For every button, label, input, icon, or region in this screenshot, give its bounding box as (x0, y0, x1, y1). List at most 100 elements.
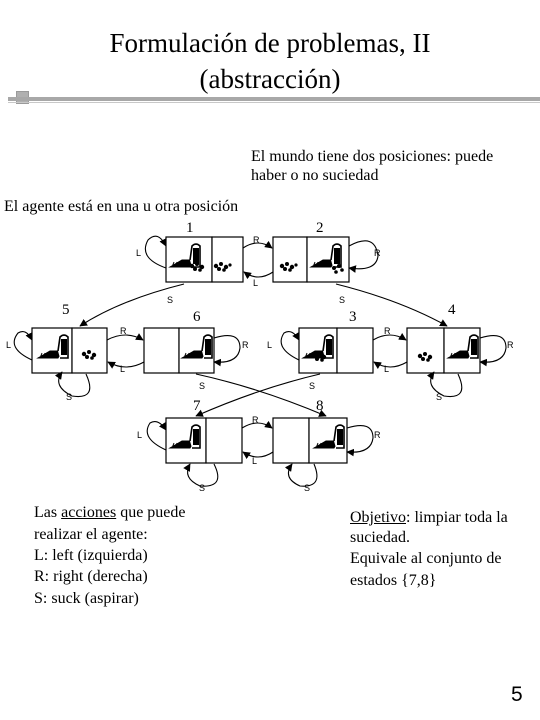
dirt-icon (189, 262, 205, 272)
edge-label-left: L (252, 456, 257, 466)
actions-note-line-5: S: suck (aspirar) (34, 590, 139, 607)
edge-label-right: R (507, 340, 514, 350)
slide-title-line-1: Formulación de problemas, II (109, 28, 431, 58)
dirt-icon (279, 262, 298, 272)
vacuum-icon (168, 424, 201, 449)
state-7 (165, 417, 243, 464)
goal-note-line-3: Equivale al conjunto de (350, 550, 502, 567)
title-rule (8, 97, 540, 101)
goal-text: : limpiar toda la (406, 509, 508, 526)
state-2 (272, 236, 350, 283)
edge-suck-2-4 (335, 283, 448, 327)
world-note-line-2: haber o no suciedad (251, 167, 379, 184)
edge-suck-1-5 (79, 283, 185, 327)
state-8 (272, 417, 348, 464)
edge-right-loop-6 (213, 335, 241, 367)
state-number-4: 4 (448, 302, 456, 318)
actions-note-line-4: R: right (derecha) (34, 568, 148, 585)
edge-label-suck: S (339, 295, 345, 305)
edge-left-2-1 (243, 271, 274, 280)
edge-label-right: R (253, 235, 260, 245)
state-number-1: 1 (186, 220, 194, 236)
edge-label-left: L (6, 340, 11, 350)
edge-right-loop-8 (346, 425, 374, 457)
edge-label-suck: S (66, 392, 72, 402)
edge-label-right: R (384, 326, 391, 336)
edge-right-loop-4 (479, 335, 507, 367)
goal-note-line-1: Objetivo: limpiar toda la (350, 508, 508, 528)
edge-left-loop-7 (146, 421, 167, 451)
vacuum-icon (180, 334, 213, 359)
title-rule-shadow (8, 102, 540, 103)
edge-right-1-2 (242, 240, 273, 249)
goal-note-line-2: suciedad. (350, 529, 410, 546)
actions-suffix: que puede (116, 504, 186, 521)
edge-suck-6-8 (195, 373, 327, 417)
edge-left-6-5 (107, 361, 145, 369)
edge-label-suck: S (304, 483, 310, 493)
state-number-2: 2 (316, 220, 324, 236)
edge-label-right: R (252, 415, 259, 425)
edge-left-8-7 (242, 451, 274, 460)
edge-label-suck: S (436, 392, 442, 402)
state-number-6: 6 (193, 309, 201, 325)
edge-suck-loop-4 (426, 371, 463, 398)
actions-note-line-1: Las acciones que puede (34, 503, 186, 523)
vacuum-icon (312, 424, 345, 449)
edge-label-left: L (384, 364, 389, 374)
edge-right-3-4 (372, 333, 407, 341)
agent-note: El agente está en una u otra posición (4, 198, 239, 215)
actions-note-line-3: L: left (izquierda) (34, 547, 148, 564)
actions-term: acciones (61, 504, 117, 521)
dirt-icon (81, 350, 97, 360)
edge-left-loop-1 (144, 235, 167, 269)
actions-note-line-2: realizar el agente: (34, 526, 148, 543)
edge-right-loop-2 (348, 240, 379, 273)
vacuum-icon (446, 334, 479, 359)
dirt-icon (311, 352, 327, 362)
vacuum-icon (36, 334, 69, 359)
state-4 (406, 327, 481, 374)
dirt-icon (417, 352, 433, 362)
edge-label-right: R (120, 326, 127, 336)
vacuum-icon (309, 243, 342, 268)
edge-label-right: R (374, 248, 381, 258)
edge-suck-loop-8 (284, 463, 318, 487)
edge-left-loop-5 (13, 331, 33, 361)
edge-label-left: L (136, 248, 141, 258)
dirt-icon (213, 262, 232, 272)
state-5 (31, 327, 108, 374)
edge-label-right: R (374, 430, 381, 440)
edge-right-7-8 (241, 420, 273, 429)
edge-label-left: L (137, 430, 142, 440)
state-space-diagram: R L L R S S R L L R S R L L R S S S R L … (6, 220, 514, 493)
dirt-icon (332, 264, 344, 274)
edge-left-4-3 (373, 361, 408, 369)
state-number-3: 3 (349, 309, 357, 325)
slide-title-line-2: (abstracción) (199, 64, 341, 94)
vacuum-icon (168, 243, 201, 268)
edge-label-right: R (242, 340, 249, 350)
state-number-8: 8 (316, 398, 324, 414)
page-number: 5 (511, 683, 523, 706)
edge-label-suck: S (309, 381, 315, 391)
edge-suck-3-7 (195, 373, 321, 417)
edge-label-suck: S (167, 295, 173, 305)
edge-right-5-6 (106, 333, 144, 341)
edge-suck-loop-5 (54, 371, 91, 398)
edge-label-left: L (253, 278, 258, 288)
state-3 (298, 327, 374, 374)
goal-term: Objetivo (350, 509, 406, 526)
edge-label-suck: S (199, 483, 205, 493)
world-note-line-1: El mundo tiene dos posiciones: puede (251, 148, 494, 165)
actions-prefix: Las (34, 504, 62, 521)
state-6 (143, 327, 215, 374)
edge-left-loop-3 (280, 331, 300, 361)
edge-label-suck: S (199, 381, 205, 391)
edge-suck-loop-7 (183, 463, 219, 487)
edge-label-left: L (267, 340, 272, 350)
edge-label-left: L (120, 364, 125, 374)
state-number-5: 5 (62, 302, 70, 318)
state-1 (165, 236, 244, 283)
goal-note-line-4: estados {7,8} (350, 572, 437, 589)
